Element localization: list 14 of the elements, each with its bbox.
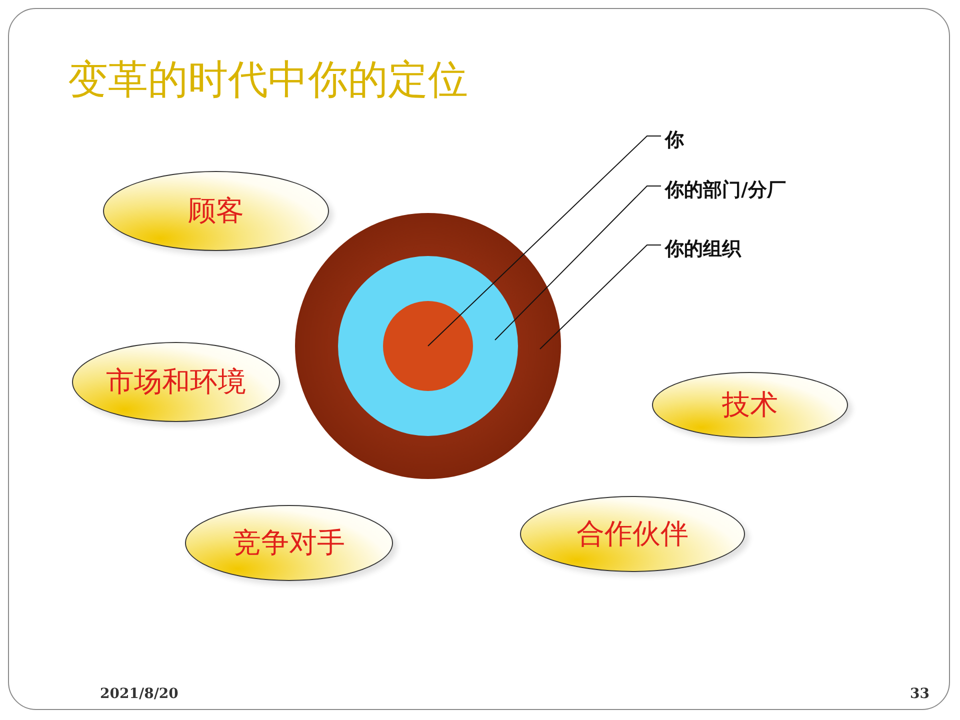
topic-ellipse: 竞争对手 bbox=[185, 505, 393, 581]
page-number: 33 bbox=[910, 686, 930, 702]
callout-label: 你 bbox=[665, 127, 684, 153]
leader-line bbox=[428, 136, 662, 346]
topic-ellipse: 技术 bbox=[652, 372, 848, 438]
callout-label: 你的组织 bbox=[665, 236, 741, 262]
leader-line bbox=[494, 186, 662, 340]
topic-ellipse: 市场和环境 bbox=[72, 342, 280, 422]
callout-label: 你的部门/分厂 bbox=[665, 177, 786, 203]
leader-line bbox=[540, 244, 662, 350]
date-label: 2021/8/20 bbox=[100, 686, 178, 702]
slide-title: 变革的时代中你的定位 bbox=[68, 56, 468, 105]
topic-ellipse: 顾客 bbox=[103, 171, 329, 251]
topic-ellipse: 合作伙伴 bbox=[520, 496, 745, 572]
